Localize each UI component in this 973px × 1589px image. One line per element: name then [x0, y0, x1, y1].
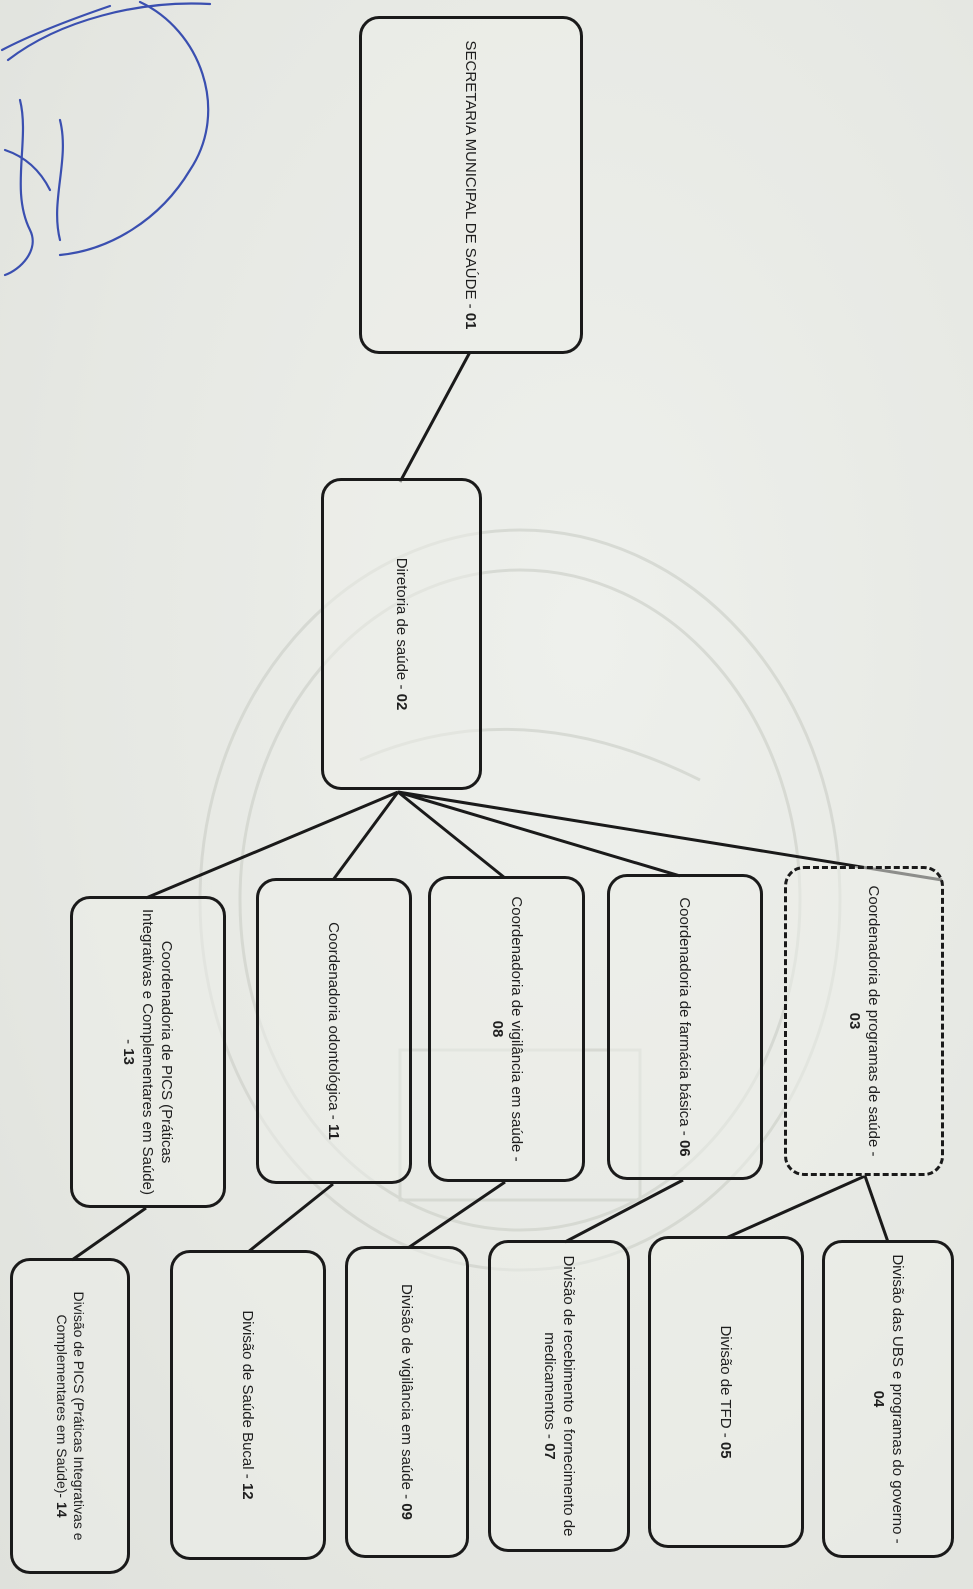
node-label: Coordenadoria de farmácia básica -: [676, 897, 694, 1136]
node-label: Coordenadoria de programas de saúde -: [865, 885, 882, 1157]
connector-n03-n05: [725, 1174, 866, 1240]
connector-n03-n04: [863, 1175, 890, 1243]
node-label: Divisão de vigilância em saúde -: [398, 1284, 416, 1500]
node-div-saude-bucal-12: Divisão de Saúde Bucal - 12: [170, 1250, 326, 1560]
node-code: 05: [717, 1441, 735, 1459]
node-code: 03: [846, 1012, 863, 1030]
node-label: Diretoria de saúde -: [393, 557, 410, 690]
node-coord-programas-03: Coordenadoria de programas de saúde - 03: [784, 866, 944, 1176]
node-coord-pics-13: Coordenadoria de PICS (Práticas Integrat…: [70, 896, 226, 1208]
connector-n02-n06: [397, 790, 681, 878]
node-code: 04: [870, 1390, 887, 1408]
node-div-ubs-04: Divisão das UBS e programas do governo -…: [822, 1240, 954, 1558]
connector-n02-n11: [331, 791, 400, 881]
node-coord-odontologica-11: Coordenadoria odontológica - 11: [256, 878, 412, 1184]
node-code: 01: [462, 312, 480, 330]
node-label: Divisão de Saúde Bucal -: [239, 1310, 257, 1479]
node-coord-farmacia-06: Coordenadoria de farmácia básica - 06: [607, 874, 763, 1180]
node-code: 13: [120, 1048, 138, 1065]
node-label: Coordenadoria de vigilância em saúde -: [507, 896, 525, 1162]
node-div-vigilancia-09: Divisão de vigilância em saúde - 09: [345, 1246, 469, 1558]
node-div-medicamentos-07: Divisão de recebimento e fornecimento de…: [488, 1240, 630, 1552]
node-code: 02: [393, 693, 410, 711]
connector-n02-n08: [397, 790, 506, 880]
node-code: 08: [488, 1020, 506, 1038]
node-code: 06: [676, 1139, 694, 1157]
node-div-tfd-05: Divisão de TFD - 05: [648, 1236, 804, 1548]
node-label: Coordenadoria odontológica -: [325, 922, 343, 1120]
node-coord-vigilancia-08: Coordenadoria de vigilância em saúde - 0…: [428, 876, 585, 1182]
node-code: 12: [239, 1482, 257, 1500]
node-div-pics-14: Divisão de PICS (Práticas Integrativas e…: [10, 1258, 130, 1574]
node-secretaria-01: SECRETARIA MUNICIPAL DE SAÚDE - 01: [359, 16, 583, 354]
node-label: Divisão das UBS e programas do governo -: [889, 1254, 906, 1544]
connector-n08-n09: [407, 1180, 506, 1250]
node-code: 07: [541, 1443, 558, 1460]
node-code: 09: [398, 1503, 416, 1520]
connector-n13-n14: [71, 1206, 147, 1262]
connector-n06-n07: [564, 1178, 684, 1244]
connector-n01-n02: [398, 351, 472, 483]
connector-n02-n13: [145, 790, 399, 900]
node-code: 11: [325, 1123, 343, 1140]
node-diretoria-02: Diretoria de saúde - 02: [321, 478, 482, 790]
connector-n11-n12: [247, 1182, 334, 1254]
node-label: Divisão de TFD -: [717, 1325, 735, 1438]
connector-n02-n03: [397, 790, 943, 882]
node-label: SECRETARIA MUNICIPAL DE SAÚDE -: [462, 40, 480, 309]
node-code: 14: [54, 1501, 70, 1518]
node-label: Divisão de recebimento e fornecimento de…: [541, 1255, 577, 1537]
